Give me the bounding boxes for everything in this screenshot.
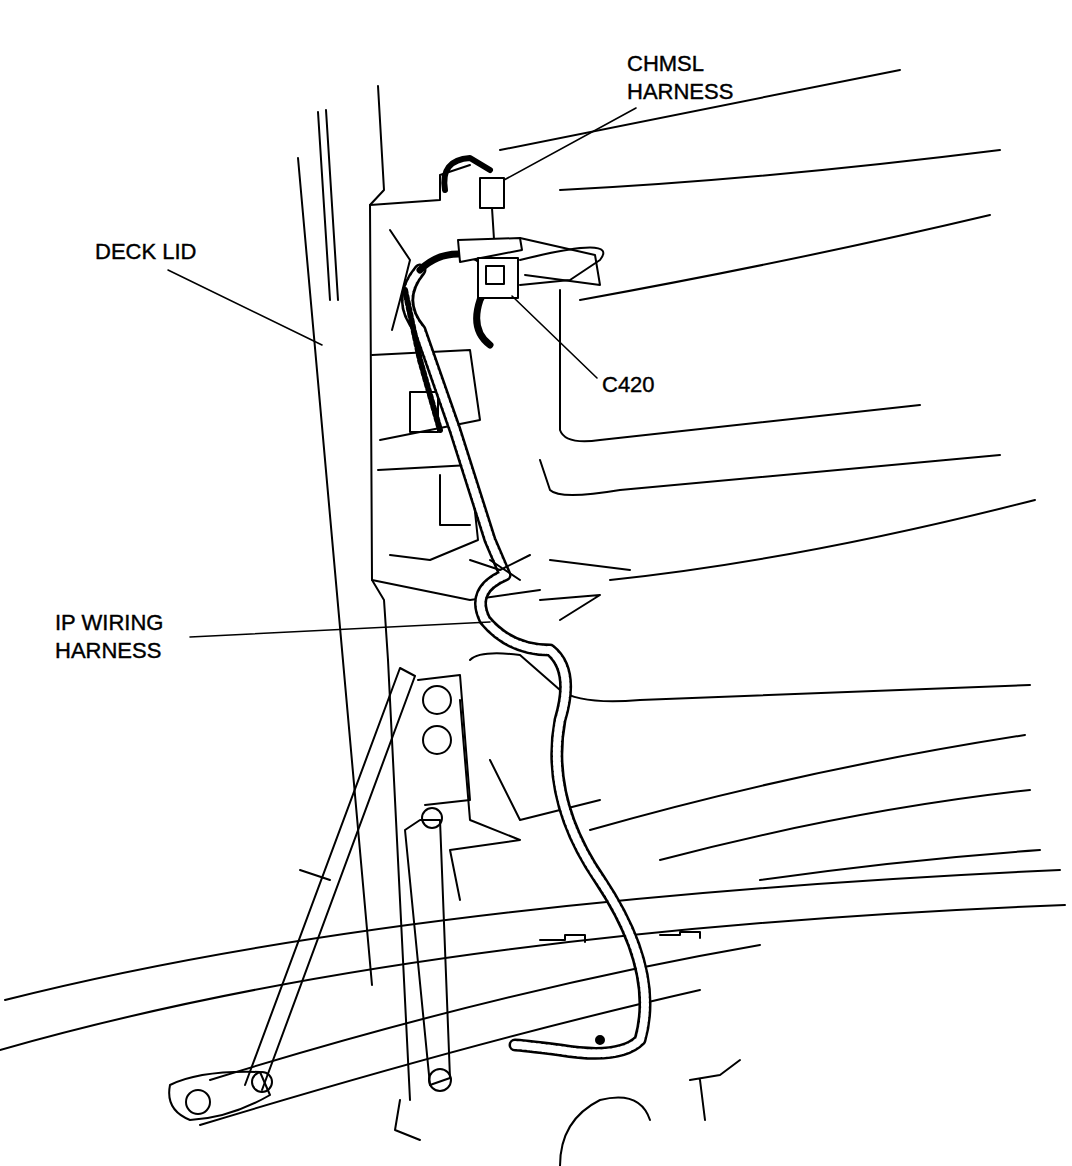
- part-label: CHMSL HARNESS: [627, 50, 767, 106]
- harness-clip: [470, 555, 530, 580]
- hinge-bolt: [186, 1090, 210, 1114]
- deck-lid-edges: [298, 86, 540, 1100]
- body-line: [560, 1098, 650, 1166]
- lower-body: [0, 870, 1065, 1166]
- body-line: [395, 1100, 420, 1140]
- contour-line: [760, 850, 1040, 880]
- contour-line: [540, 595, 600, 620]
- part-label: IP WIRING HARNESS: [55, 609, 185, 665]
- hinge-mount: [169, 1072, 270, 1120]
- panel-edge: [370, 165, 470, 205]
- c420-connector: [478, 258, 518, 298]
- contour-line: [590, 735, 1025, 830]
- leader-line: [512, 296, 597, 378]
- chmsl-connector: [420, 158, 600, 345]
- part-label: C420: [602, 371, 692, 399]
- strut: [245, 668, 415, 1090]
- body-line: [540, 932, 700, 942]
- leader-line: [190, 622, 490, 637]
- panel-edge: [378, 465, 478, 560]
- hinge-arm: [405, 820, 450, 1085]
- body-line: [690, 1060, 740, 1120]
- hinge-pivot: [422, 808, 442, 828]
- hinge-strut: [169, 668, 470, 1120]
- panel-edge: [388, 660, 410, 1100]
- panel-edge: [370, 86, 388, 660]
- contour-line: [560, 150, 1000, 190]
- harness-branch: [405, 290, 440, 430]
- c420-connector: [486, 266, 504, 284]
- panel-edge: [326, 110, 338, 300]
- part-label: DECK LID: [95, 238, 245, 266]
- hinge-plate: [418, 675, 470, 805]
- strut: [300, 870, 330, 880]
- hinge-pivot: [429, 1069, 451, 1091]
- body-contours: [450, 70, 1040, 900]
- hinge-bolt: [423, 686, 451, 714]
- contour-line: [550, 560, 630, 570]
- hinge-bolt: [423, 726, 451, 754]
- body-line: [0, 905, 1065, 1050]
- hinge-pivot: [252, 1072, 272, 1092]
- contour-line: [540, 455, 1000, 495]
- panel-edge: [372, 580, 540, 600]
- contour-line: [610, 500, 1035, 580]
- contour-line: [580, 215, 990, 300]
- body-line: [210, 945, 760, 1080]
- body-line: [5, 870, 1060, 1000]
- contour-line: [660, 790, 1030, 860]
- chmsl-plug: [480, 178, 504, 208]
- contour-line: [490, 760, 600, 820]
- panel-edge: [298, 158, 372, 985]
- connector-bracket: [520, 238, 600, 285]
- leader-line: [504, 108, 636, 180]
- contour-line: [560, 290, 920, 441]
- harness-clip: [596, 1036, 604, 1044]
- leader-line: [168, 270, 322, 345]
- leader-lines: [168, 108, 636, 637]
